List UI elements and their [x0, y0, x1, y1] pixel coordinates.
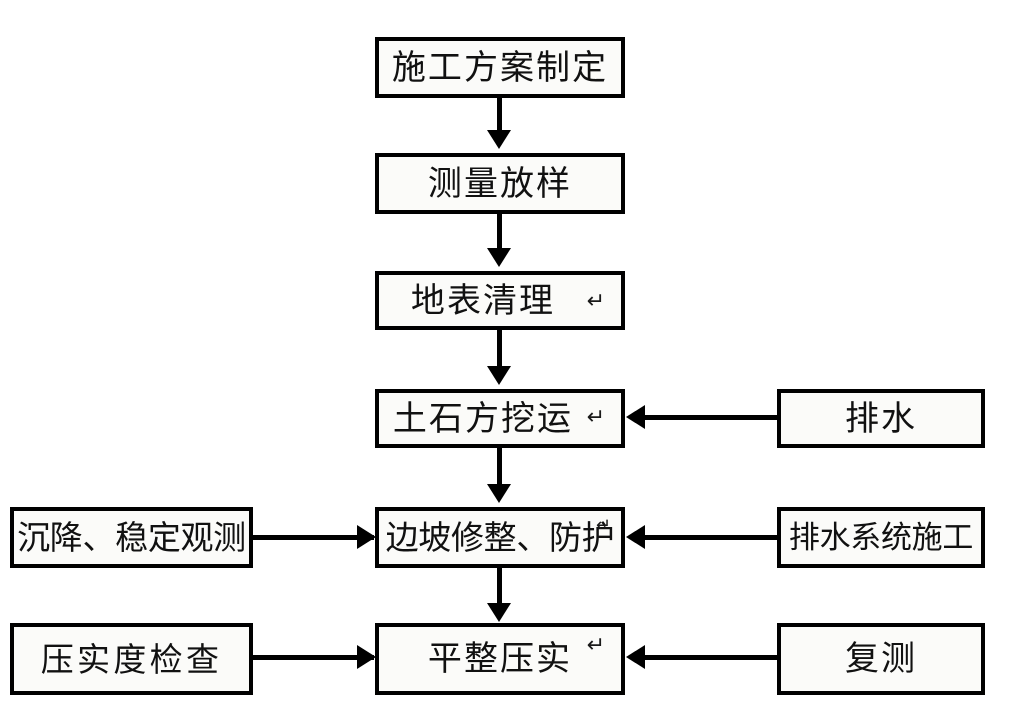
node-drainage[interactable]: 排水	[777, 389, 985, 448]
return-mark-icon: ↵	[586, 633, 605, 658]
node-settlement-stability-monitoring[interactable]: 沉降、稳定观测	[10, 507, 253, 568]
return-mark-icon: ↵	[586, 289, 605, 314]
node-slope-trimming-protection[interactable]: 边坡修整、防护 ↵	[375, 507, 625, 568]
arrowhead-n5-n6	[487, 603, 511, 622]
connector-r4-n4	[642, 415, 778, 420]
node-label: 排水	[844, 399, 918, 438]
connector-n2-n3	[497, 214, 502, 252]
node-surface-clearing[interactable]: 地表清理 ↵	[375, 271, 625, 330]
connector-l5-n5	[252, 535, 374, 540]
node-label: 土石方挖运	[392, 399, 574, 438]
node-label: 压实度检查	[40, 640, 223, 678]
return-mark-icon: ↵	[586, 405, 605, 430]
node-label: 排水系统施工	[788, 520, 974, 555]
arrowhead-n2-n3	[487, 248, 511, 267]
connector-n1-n2	[497, 98, 502, 134]
arrowhead-r5-n5	[626, 525, 645, 549]
node-earthwork-excavation-haul[interactable]: 土石方挖运 ↵	[375, 389, 625, 448]
connector-l6-n6	[252, 655, 374, 660]
node-drainage-system-construction[interactable]: 排水系统施工	[777, 507, 985, 568]
arrowhead-n1-n2	[487, 130, 511, 149]
connector-n3-n4	[497, 330, 502, 368]
node-survey-setting-out[interactable]: 测量放样	[375, 153, 625, 214]
node-label: 施工方案制定	[391, 48, 609, 87]
arrowhead-r4-n4	[626, 405, 645, 429]
node-label: 复测	[844, 640, 918, 678]
node-label: 地表清理	[410, 281, 556, 320]
connector-n5-n6	[497, 568, 502, 606]
return-mark-icon: ↵	[595, 515, 611, 536]
node-re-survey[interactable]: 复测	[777, 623, 985, 695]
node-leveling-compaction[interactable]: 平整压实 ↵	[375, 623, 625, 695]
connector-r5-n5	[642, 535, 778, 540]
node-label: 沉降、稳定观测	[17, 519, 246, 556]
node-label: 测量放样	[427, 164, 573, 203]
arrowhead-l5-n5	[357, 525, 376, 549]
arrowhead-n4-n5	[487, 484, 511, 503]
node-compaction-degree-inspection[interactable]: 压实度检查	[10, 623, 253, 695]
arrowhead-n3-n4	[487, 366, 511, 385]
arrowhead-r6-n6	[626, 645, 645, 669]
node-label: 边坡修整、防护	[385, 519, 615, 556]
node-construction-plan[interactable]: 施工方案制定	[375, 37, 625, 98]
arrowhead-l6-n6	[357, 645, 376, 669]
connector-n4-n5	[497, 448, 502, 486]
node-label: 平整压实	[427, 640, 573, 678]
connector-r6-n6	[642, 655, 778, 660]
